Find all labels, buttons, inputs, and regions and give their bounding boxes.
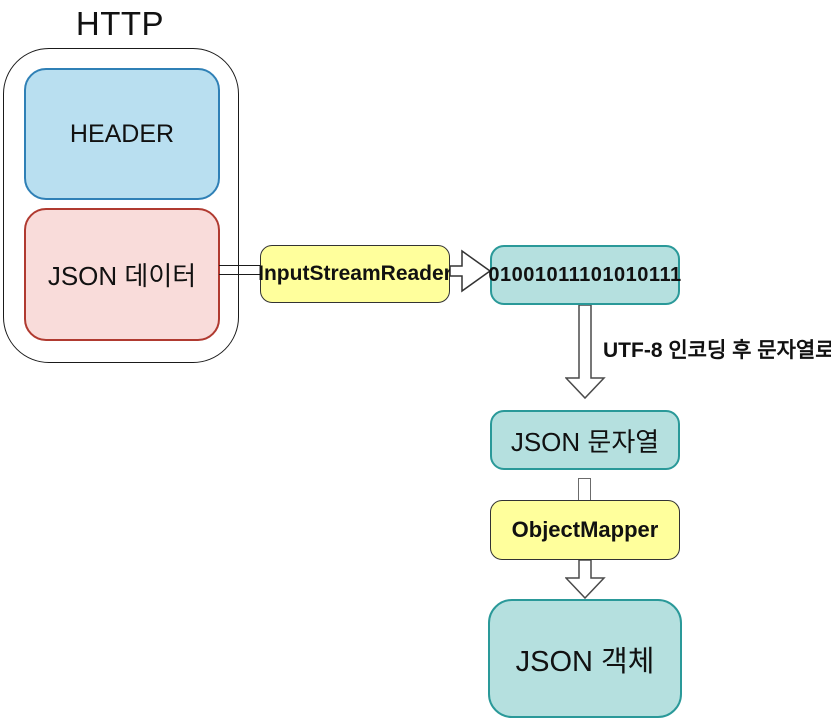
object-mapper-label: ObjectMapper xyxy=(511,517,659,542)
json-object-box: JSON 객체 xyxy=(488,599,682,718)
input-stream-reader-box: InputStreamReader xyxy=(258,245,452,303)
json-string-label: JSON 문자열 xyxy=(510,426,660,457)
json-data-box-label: JSON 데이터 xyxy=(47,261,197,291)
json-data-box: JSON 데이터 xyxy=(24,208,220,341)
binary-box: 01001011101010111 xyxy=(488,245,682,305)
arrow-down-icon xyxy=(565,305,606,400)
header-box-label: HEADER xyxy=(69,119,175,148)
input-stream-reader-label: InputStreamReader xyxy=(258,262,452,285)
binary-label: 01001011101010111 xyxy=(488,263,682,286)
json-string-box: JSON 문자열 xyxy=(490,410,680,470)
json-object-label: JSON 객체 xyxy=(515,645,655,678)
double-line-connector xyxy=(219,265,261,275)
arrow-down-icon xyxy=(565,560,606,599)
connector-shaft xyxy=(578,478,591,500)
arrow-right-icon xyxy=(450,249,491,293)
http-title: HTTP xyxy=(75,5,165,42)
object-mapper-box: ObjectMapper xyxy=(490,500,680,560)
header-box: HEADER xyxy=(24,68,220,200)
utf8-conversion-label: UTF-8 인코딩 후 문자열로 변환 xyxy=(603,339,831,362)
